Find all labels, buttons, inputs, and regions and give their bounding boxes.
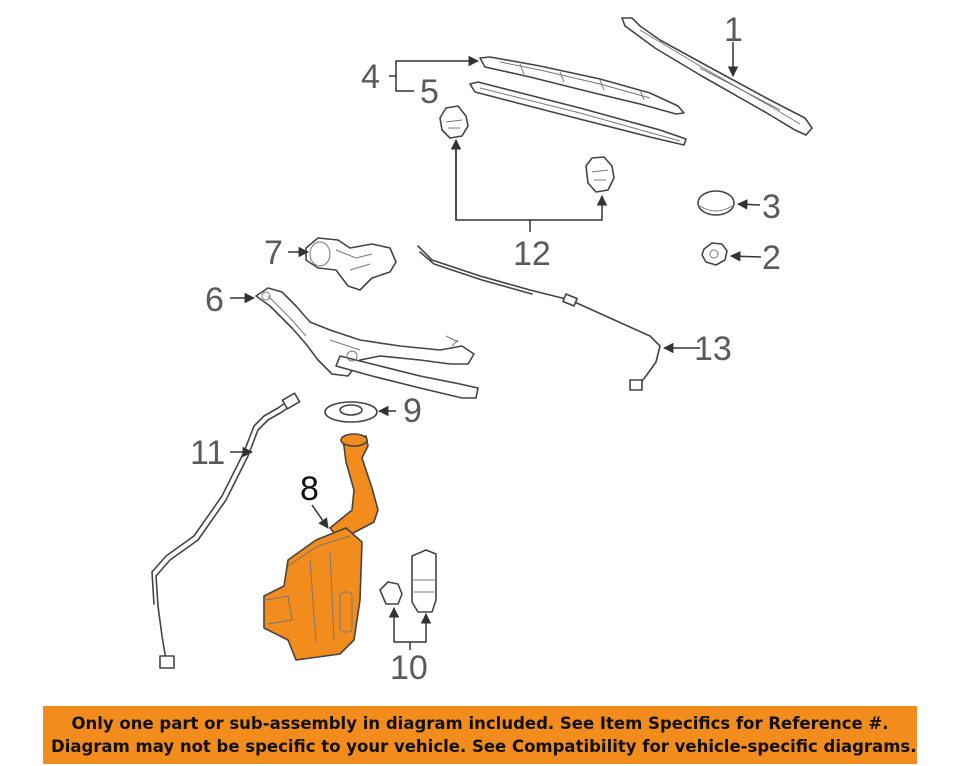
callout-13: 13: [694, 330, 732, 368]
callout-7: 7: [264, 234, 283, 272]
wiper-arm-part: [621, 17, 813, 136]
callout-1: 1: [724, 11, 743, 49]
callout-11: 11: [190, 434, 226, 472]
leader-lines: [230, 42, 762, 650]
callout-10: 10: [390, 649, 428, 687]
wiper-linkage-part: [255, 287, 479, 399]
callout-9: 9: [403, 392, 422, 430]
clip-part-right: [585, 156, 615, 193]
parts-diagram: [151, 17, 813, 669]
disclaimer-line-1: Only one part or sub-assembly in diagram…: [71, 714, 889, 733]
wiper-motor-part: [305, 237, 397, 291]
washer-reservoir-part: [263, 433, 379, 661]
blade-insert-part: [469, 81, 687, 146]
callout-2: 2: [762, 239, 781, 277]
washer-pump-part: [411, 549, 437, 613]
wiper-blade-part: [479, 56, 685, 115]
washer-hose-part-left: [151, 392, 301, 669]
callout-12: 12: [513, 235, 551, 273]
callout-3: 3: [762, 188, 781, 226]
callout-6: 6: [205, 281, 224, 319]
nut-part: [701, 242, 728, 266]
disclaimer-banner: Only one part or sub-assembly in diagram…: [43, 706, 917, 764]
callout-4: 4: [361, 58, 380, 96]
disclaimer-line-2: Diagram may not be specific to your vehi…: [51, 737, 917, 756]
clip-part-left: [439, 105, 469, 139]
callout-8: 8: [300, 470, 319, 508]
washer-hose-part-right: [417, 245, 661, 391]
pump-grommet-part: [379, 581, 403, 605]
callout-5: 5: [420, 73, 439, 111]
grommet-part: [324, 401, 378, 423]
cap-part: [697, 190, 735, 216]
